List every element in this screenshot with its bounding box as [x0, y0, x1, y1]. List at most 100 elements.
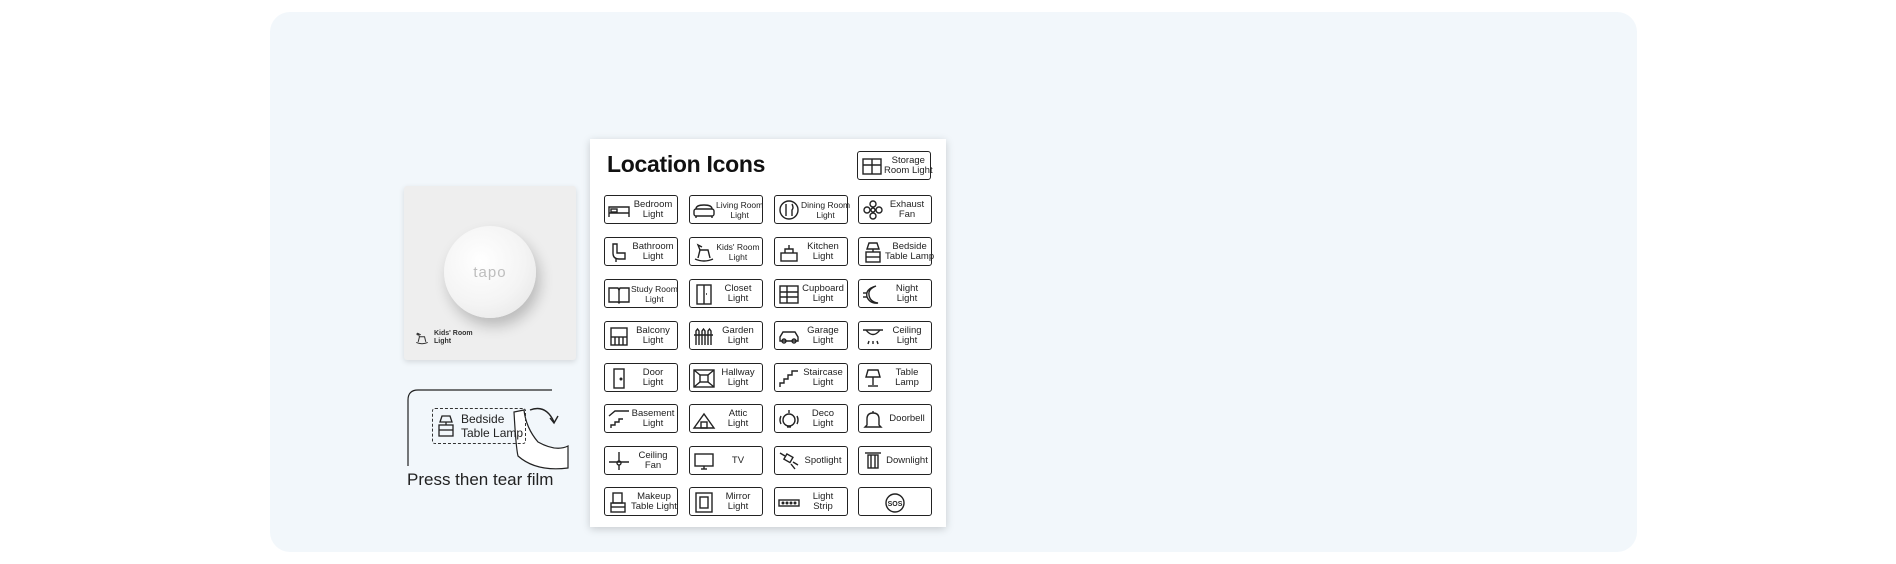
location-chip: Ceiling Fan: [604, 446, 678, 475]
location-label: Doorbell: [889, 412, 925, 424]
location-chip: Cupboard Light: [774, 279, 848, 308]
location-chip-storage: Storage Room Light: [857, 151, 933, 180]
location-chip: Kids' Room Light: [689, 237, 763, 266]
location-chip: Hallway Light: [689, 363, 763, 392]
tv-icon: [694, 452, 714, 470]
toilet-icon: [612, 242, 626, 262]
location-label: Balcony Light: [636, 324, 670, 346]
location-label: TV: [731, 454, 745, 466]
brand-logo: tapo: [473, 264, 507, 281]
light-strip-icon: [778, 498, 800, 507]
location-chip: Study Room Light: [604, 279, 678, 308]
location-chip: Bedside Table Lamp: [858, 237, 934, 266]
fence-icon: [694, 327, 713, 345]
sos-icon: SOS: [885, 492, 905, 513]
location-label: Exhaust Fan: [889, 198, 925, 220]
location-label: Makeup Table Light: [631, 490, 677, 512]
location-chip: Ceiling Light: [858, 321, 932, 350]
rocking-horse-icon: [416, 332, 428, 345]
location-chip: Bedroom Light: [604, 195, 678, 224]
stairs-icon: [779, 369, 798, 387]
location-label: Basement Light: [631, 407, 675, 429]
attic-icon: [692, 412, 716, 429]
bedside-lamp-icon: [438, 415, 454, 437]
location-label: Dining Room Light: [801, 199, 851, 220]
device-location-sticker: Kids' Room Light: [414, 330, 473, 346]
location-chip: Living Room Light: [689, 195, 763, 224]
location-chip: Kitchen Light: [774, 237, 848, 266]
bedside-lamp-icon: [865, 241, 881, 263]
location-label: Night Light: [895, 282, 919, 304]
sheet-title: Location Icons: [607, 151, 766, 177]
closet-icon: [696, 283, 712, 305]
location-chip: Exhaust Fan: [858, 195, 932, 224]
location-label: Study Room Light: [631, 283, 678, 304]
cupboard-icon: [779, 284, 799, 304]
location-label: Mirror Light: [725, 490, 751, 512]
location-chip: Staircase Light: [774, 363, 848, 392]
book-icon: [608, 286, 630, 304]
location-label: Downlight: [886, 454, 928, 466]
location-label: Bedroom Light: [633, 198, 673, 220]
location-label: Kids' Room Light: [716, 241, 760, 262]
location-label: Spotlight: [804, 454, 842, 466]
location-label: Attic Light: [727, 407, 749, 429]
location-label: Staircase Light: [803, 366, 843, 388]
tear-film-illustration: Bedside Table Lamp: [406, 388, 572, 474]
location-label: Door Light: [642, 366, 664, 388]
location-chip: Downlight: [858, 446, 932, 475]
location-chip: Door Light: [604, 363, 678, 392]
storage-icon: [862, 157, 882, 175]
location-chip: Garage Light: [774, 321, 848, 350]
svg-text:SOS: SOS: [888, 501, 903, 508]
sofa-icon: [693, 203, 715, 218]
location-label: Garden Light: [722, 324, 754, 346]
balcony-icon: [610, 326, 628, 346]
location-chip: Doorbell: [858, 404, 932, 433]
tear-film-outline: [407, 389, 569, 470]
spotlight-icon: [779, 451, 799, 469]
bell-icon: [863, 410, 883, 428]
location-label: Living Room Light: [716, 199, 764, 220]
location-label: Bedside Table Lamp: [885, 240, 935, 262]
location-chip: Garden Light: [689, 321, 763, 350]
location-chip: Deco Light: [774, 404, 848, 433]
location-label: Ceiling Fan: [638, 449, 668, 471]
location-chip: Attic Light: [689, 404, 763, 433]
location-label: Ceiling Light: [892, 324, 922, 346]
location-label: Deco Light: [811, 407, 835, 429]
location-chip: Mirror Light: [689, 487, 763, 516]
location-label: Garage Light: [807, 324, 839, 346]
film-sticker-text: Bedside Table Lamp: [461, 412, 524, 440]
location-label: Storage Room Light: [884, 154, 933, 176]
smart-dimmer-device: tapo Kids' Room Light: [404, 186, 576, 360]
bed-icon: [608, 205, 630, 217]
location-chip: Table Lamp: [858, 363, 932, 392]
location-chip: Basement Light: [604, 404, 678, 433]
location-label: Bathroom Light: [632, 240, 674, 262]
location-label: Kitchen Light: [807, 240, 839, 262]
bulb-icon: [779, 409, 799, 428]
film-sticker-label: Bedside Table Lamp: [432, 408, 526, 444]
makeup-table-icon: [610, 491, 626, 513]
location-chip: Makeup Table Light: [604, 487, 678, 516]
location-chip: SOS: [858, 487, 932, 516]
location-label: Cupboard Light: [802, 282, 844, 304]
fork-knife-icon: [779, 199, 799, 220]
basement-icon: [608, 409, 629, 428]
rocking-horse-icon: [694, 243, 714, 262]
location-label: Closet Light: [724, 282, 752, 304]
location-chip: Spotlight: [774, 446, 848, 475]
instruction-caption: Press then tear film: [407, 470, 554, 489]
location-label: Hallway Light: [721, 366, 755, 388]
location-chip: Light Strip: [774, 487, 848, 516]
location-chip: Bathroom Light: [604, 237, 678, 266]
dimmer-knob[interactable]: tapo: [444, 226, 536, 318]
location-chip: Dining Room Light: [774, 195, 850, 224]
mirror-icon: [695, 491, 713, 513]
table-lamp-icon: [865, 368, 881, 387]
location-chip: Night Light: [858, 279, 932, 308]
location-chip: Balcony Light: [604, 321, 678, 350]
ceiling-light-icon: [863, 328, 883, 344]
